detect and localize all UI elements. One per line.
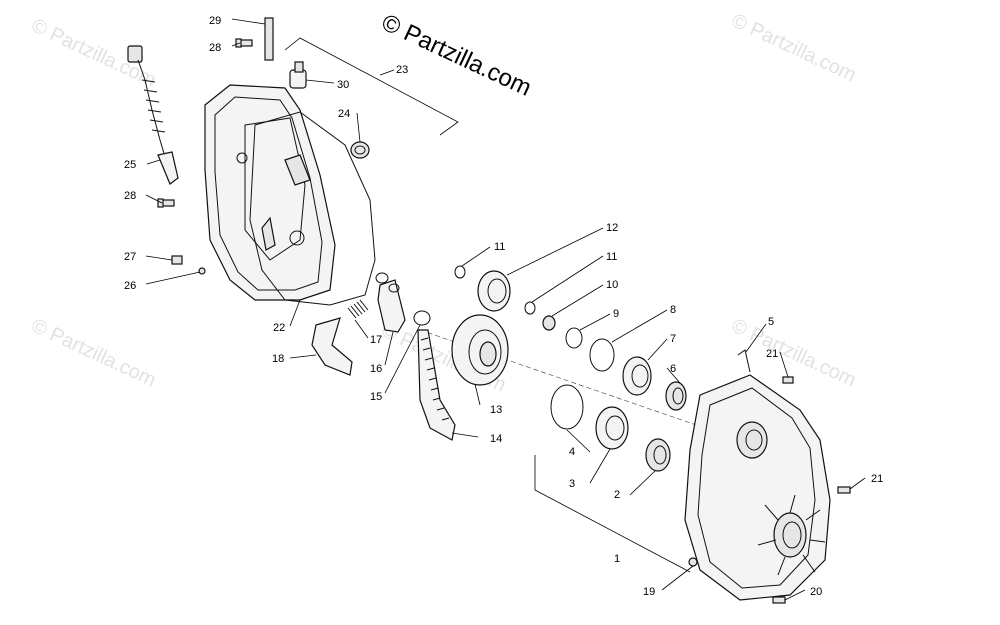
washer-26 (198, 267, 206, 275)
callout-28-a: 28 (209, 42, 221, 54)
chaincase-housing (684, 374, 831, 601)
callout-24: 24 (338, 108, 350, 120)
oring-8 (589, 338, 615, 372)
callout-1: 1 (614, 553, 620, 565)
callout-21-b: 21 (871, 473, 883, 485)
bearing-7 (622, 356, 652, 396)
seal-2 (645, 438, 671, 472)
callout-12: 12 (606, 222, 618, 234)
callout-2: 2 (614, 489, 620, 501)
leader-lines (145, 18, 866, 601)
callout-20: 20 (810, 586, 822, 598)
dipstick (127, 45, 179, 185)
spring-17 (347, 299, 369, 319)
callout-25: 25 (124, 159, 136, 171)
callout-23: 23 (396, 64, 408, 76)
callout-16: 16 (370, 363, 382, 375)
seal-24 (350, 141, 370, 159)
callout-6: 6 (670, 363, 676, 375)
callout-4: 4 (569, 446, 575, 458)
bolt-28-top (235, 38, 253, 48)
bolt-28-left (157, 198, 175, 208)
callout-18: 18 (272, 353, 284, 365)
slider-18 (311, 317, 353, 376)
plug-30 (289, 61, 307, 89)
bracket-1 (534, 455, 691, 573)
callout-7: 7 (670, 333, 676, 345)
callout-13: 13 (490, 404, 502, 416)
clip-11-b (524, 301, 536, 315)
callout-14: 14 (490, 433, 502, 445)
callout-9: 9 (613, 308, 619, 320)
callout-17: 17 (370, 334, 382, 346)
tensioner-16 (375, 272, 406, 333)
bolt-27 (171, 255, 183, 265)
chaincase-cover (204, 84, 336, 301)
callout-15: 15 (370, 391, 382, 403)
callout-11-b: 11 (606, 251, 617, 263)
callout-5: 5 (768, 316, 774, 328)
seal-6 (665, 381, 687, 411)
callout-29: 29 (209, 15, 221, 27)
ring-15 (413, 310, 431, 326)
callout-26: 26 (124, 280, 136, 292)
bracket-29 (264, 17, 274, 61)
bolt-21-right (837, 486, 851, 494)
sprocket-12 (477, 270, 511, 312)
callout-27: 27 (124, 251, 136, 263)
oring-4 (550, 384, 584, 430)
washer-9 (565, 327, 583, 349)
clip-11-a (454, 265, 466, 279)
bolt-21-top (782, 376, 794, 384)
callout-8: 8 (670, 304, 676, 316)
bearing-3 (595, 406, 629, 450)
bolt-20 (772, 596, 786, 604)
breather-5 (737, 349, 751, 373)
callout-10: 10 (606, 279, 618, 291)
brand-text: © Partzilla.com (377, 9, 535, 102)
callout-30: 30 (337, 79, 349, 91)
watermark-top-right: © Partzilla.com (728, 10, 859, 87)
callout-21-a: 21 (766, 348, 778, 360)
callout-11-a: 11 (494, 241, 505, 253)
gasket (249, 111, 376, 306)
callout-19: 19 (643, 586, 655, 598)
watermark-mid-left: © Partzilla.com (28, 315, 159, 392)
sprocket-13 (451, 314, 509, 386)
dowel-19 (688, 557, 698, 567)
chain-14 (417, 329, 456, 441)
callout-22: 22 (273, 322, 285, 334)
bracket-23 (284, 37, 459, 136)
callout-28-b: 28 (124, 190, 136, 202)
callout-3: 3 (569, 478, 575, 490)
washer-10 (542, 315, 556, 331)
